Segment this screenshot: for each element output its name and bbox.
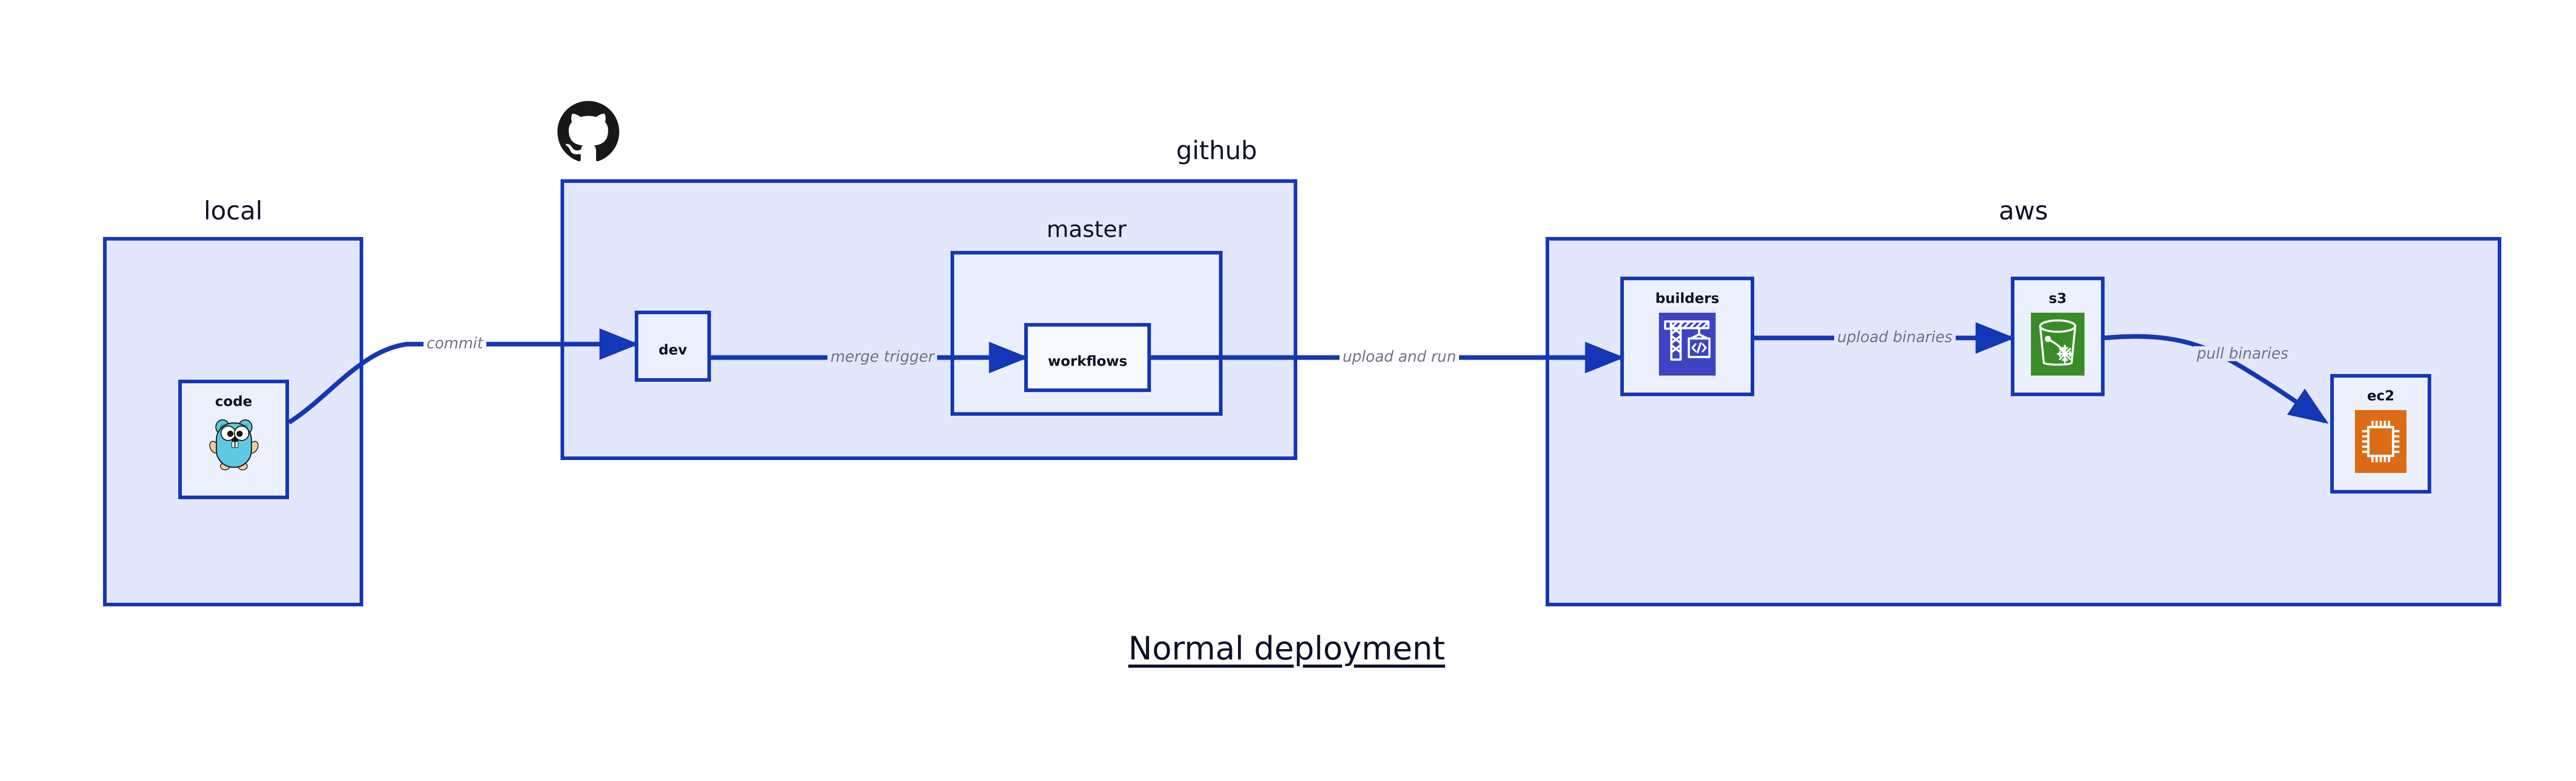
node-ec2-label: ec2 bbox=[2367, 388, 2395, 404]
edge-label-commit: commit bbox=[423, 336, 486, 351]
node-workflows[interactable]: workflows bbox=[1024, 323, 1151, 392]
edge-label-pull-binaries: pull binaries bbox=[2194, 346, 2292, 361]
node-dev-label: dev bbox=[658, 342, 687, 358]
zone-github-label: github bbox=[1176, 136, 1257, 165]
edge-label-upload-binaries: upload binaries bbox=[1834, 330, 1956, 345]
node-builders-label: builders bbox=[1655, 291, 1720, 307]
zone-aws-label: aws bbox=[1998, 196, 2048, 226]
aws-codebuild-icon bbox=[1659, 313, 1716, 378]
node-ec2[interactable]: ec2 bbox=[2330, 374, 2431, 494]
zone-local-label: local bbox=[204, 196, 263, 226]
node-builders[interactable]: builders bbox=[1620, 277, 1754, 396]
aws-s3-glacier-icon bbox=[2031, 313, 2084, 378]
diagram-title: Normal deployment bbox=[1128, 630, 1445, 667]
node-workflows-label: workflows bbox=[1047, 353, 1128, 369]
node-s3-label: s3 bbox=[2048, 291, 2067, 307]
node-code-label: code bbox=[215, 394, 252, 410]
node-s3[interactable]: s3 bbox=[2011, 277, 2105, 396]
go-gopher-icon bbox=[206, 415, 262, 473]
edge-label-upload-and-run: upload and run bbox=[1340, 349, 1460, 364]
aws-ec2-chip-icon bbox=[2355, 410, 2406, 475]
node-code[interactable]: code bbox=[178, 380, 289, 499]
node-dev[interactable]: dev bbox=[635, 311, 711, 382]
zone-master-label: master bbox=[1046, 216, 1127, 243]
edge-label-merge-trigger: merge trigger bbox=[827, 349, 938, 364]
github-logo-icon bbox=[557, 101, 619, 163]
